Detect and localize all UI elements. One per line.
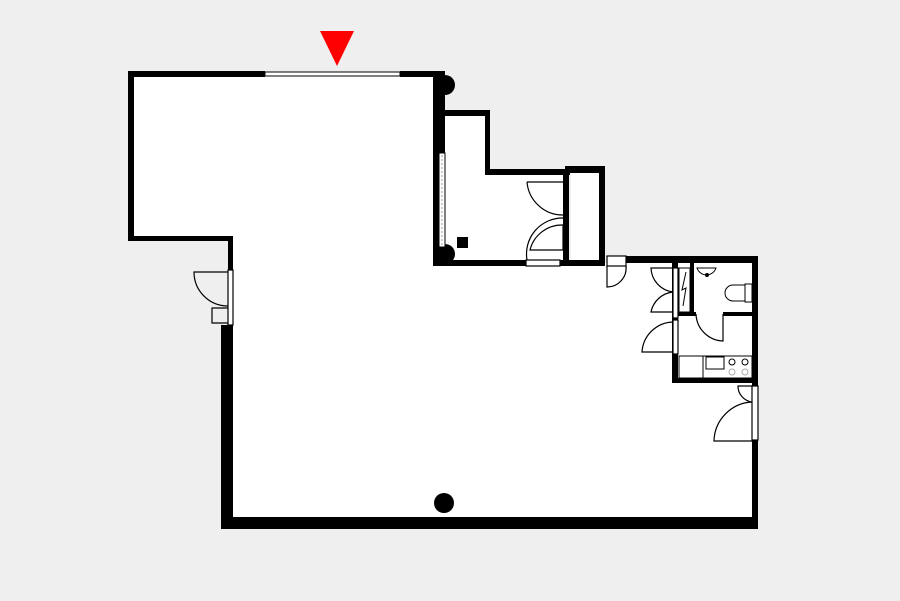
sink-icon — [696, 267, 717, 277]
window-icon — [264, 71, 401, 77]
door-swing-icon[interactable] — [193, 269, 234, 326]
column-icon — [434, 493, 454, 513]
window-icon — [438, 152, 446, 248]
door-swing-icon[interactable] — [695, 313, 724, 342]
walls — [128, 71, 758, 529]
door-swing-icon[interactable] — [650, 267, 679, 319]
column-icon — [435, 244, 455, 264]
column-icon — [457, 237, 468, 248]
floor-area — [133, 76, 752, 517]
door-swing-icon[interactable] — [606, 255, 627, 288]
north-marker-icon[interactable] — [320, 31, 354, 66]
electrical-panel-icon — [678, 267, 691, 313]
door-swing-icon[interactable] — [641, 319, 679, 355]
door-swing-icon[interactable] — [525, 181, 564, 267]
toilet-icon — [724, 283, 753, 303]
column-icon — [435, 75, 455, 95]
stove-icon — [678, 355, 753, 379]
door-swing-icon[interactable] — [713, 385, 759, 442]
